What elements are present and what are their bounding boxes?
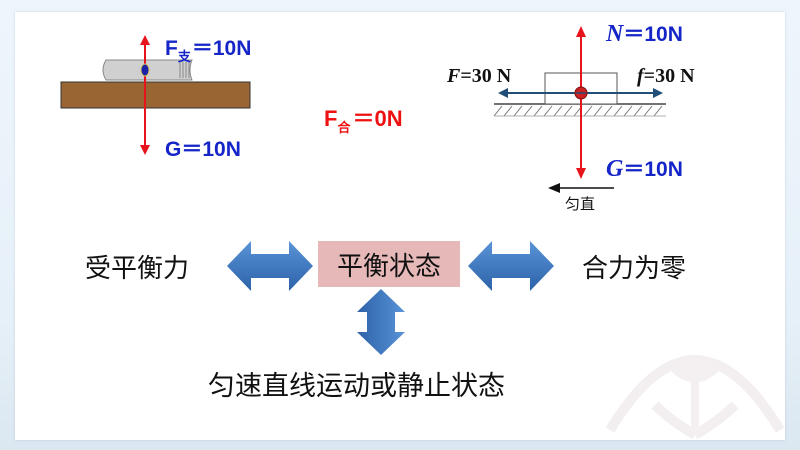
motion-direction-arrow: [548, 183, 614, 193]
friction-force-symbol: f: [637, 65, 644, 87]
table-surface: [60, 81, 251, 109]
normal-force-value: ＝10N: [623, 23, 683, 46]
double-arrow-down-icon: [357, 289, 405, 355]
block-on-ground-diagram: [493, 26, 666, 193]
gravity-label-right: G＝10N: [606, 153, 683, 183]
gravity-symbol-left: G: [165, 138, 182, 161]
net-force-value: ＝0N: [352, 106, 403, 131]
equilibrium-state-box: 平衡状态: [318, 241, 460, 287]
normal-force-symbol: N: [606, 21, 624, 47]
vertical-force-arrow-right: [576, 26, 586, 179]
gravity-value-left: ＝10N: [181, 138, 241, 161]
balanced-forces-term: 受平衡力: [85, 254, 190, 284]
applied-force-value: =30 N: [460, 65, 512, 87]
gravity-symbol-right: G: [606, 156, 624, 182]
support-force-value: ＝10N: [191, 37, 252, 60]
gravity-label-left: G＝10N: [165, 133, 241, 163]
support-force-symbol: F: [165, 37, 178, 60]
net-force-label: F合＝0N: [324, 101, 403, 135]
applied-force-symbol: F: [447, 65, 461, 87]
watermark-logo-icon: [605, 355, 785, 440]
gravity-value-right: ＝10N: [623, 158, 683, 181]
support-force-label: F支＝10N: [165, 32, 252, 64]
friction-force-label: f=30 N: [637, 65, 695, 88]
net-force-subscript: 合: [337, 120, 351, 135]
center-of-mass-dot: [140, 63, 150, 77]
zero-net-force-term: 合力为零: [582, 254, 687, 284]
uniform-motion-or-rest-term: 匀速直线运动或静止状态: [208, 371, 505, 402]
net-force-symbol: F: [324, 106, 338, 131]
vertical-force-arrow: [140, 35, 150, 155]
normal-force-label: N＝10N: [606, 18, 683, 48]
support-force-subscript: 支: [177, 49, 191, 64]
double-arrow-left-icon: [227, 241, 313, 291]
friction-force-value: =30 N: [643, 65, 695, 87]
double-arrow-right-icon: [468, 241, 554, 291]
applied-force-label: F=30 N: [447, 65, 511, 88]
motion-label: 匀直: [565, 195, 596, 213]
book-on-table-diagram: [60, 35, 251, 155]
equilibrium-state-term: 平衡状态: [336, 251, 441, 282]
